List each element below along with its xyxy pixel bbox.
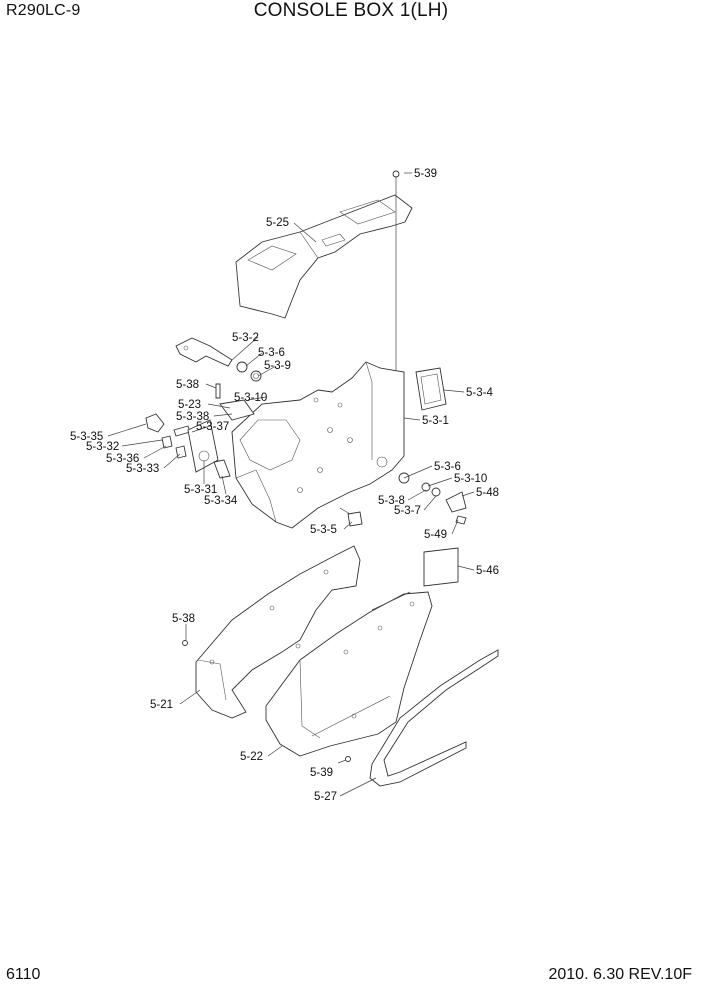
model-code: R290LC-9	[6, 2, 81, 19]
left-side-cover-part	[195, 545, 361, 719]
edge-seal-part	[369, 649, 499, 787]
label-5-3-4: 5-3-4	[466, 387, 493, 399]
leader-lines	[107, 172, 475, 797]
label-5-46: 5-46	[476, 565, 499, 577]
label-5-48: 5-48	[476, 487, 499, 499]
label-5-38-b: 5-38	[172, 613, 195, 625]
right-side-cover-part	[265, 591, 433, 757]
bolt-right-cover	[337, 756, 351, 764]
label-5-23: 5-23	[178, 399, 201, 411]
label-5-3-6-a: 5-3-6	[258, 347, 285, 359]
revision-date: 2010. 6.30 REV.10F	[548, 966, 692, 983]
label-5-3-10-b: 5-3-10	[454, 473, 487, 485]
part-labels: 5-39 5-25 5-3-2 5-3-6 5-3-9 5-38 5-3-10 …	[70, 168, 499, 803]
console-frame-part	[231, 361, 405, 529]
label-5-3-8: 5-3-8	[378, 495, 405, 507]
label-5-3-38: 5-3-38	[176, 411, 209, 423]
label-5-3-33: 5-3-33	[126, 463, 159, 475]
label-5-39-top: 5-39	[414, 168, 437, 180]
label-5-3-31: 5-3-31	[184, 484, 217, 496]
console-cover-part	[235, 194, 413, 319]
label-5-3-35: 5-3-35	[70, 431, 103, 443]
bolt-left-cover	[182, 640, 188, 646]
label-5-27: 5-27	[314, 791, 337, 803]
label-5-25: 5-25	[266, 217, 289, 229]
small-parts-left	[145, 361, 262, 479]
page-number: 6110	[6, 966, 41, 983]
label-5-39-bottom: 5-39	[310, 767, 333, 779]
label-5-3-7: 5-3-7	[394, 505, 421, 517]
label-5-22: 5-22	[240, 751, 263, 763]
label-5-3-9: 5-3-9	[264, 360, 291, 372]
plate-part	[423, 547, 459, 587]
label-5-3-36: 5-3-36	[106, 453, 139, 465]
bolt-top-part	[392, 170, 400, 380]
small-parts-right	[347, 472, 467, 527]
label-5-3-37: 5-3-37	[196, 421, 229, 433]
label-5-3-34: 5-3-34	[204, 495, 238, 507]
label-5-21: 5-21	[150, 699, 173, 711]
label-5-3-2: 5-3-2	[232, 332, 259, 344]
page-title: CONSOLE BOX 1(LH)	[253, 0, 449, 21]
label-5-38-a: 5-38	[176, 379, 199, 391]
label-5-3-1: 5-3-1	[422, 415, 449, 427]
label-5-49: 5-49	[424, 529, 447, 541]
label-5-3-5: 5-3-5	[310, 524, 337, 536]
rubber-frame-part	[415, 367, 447, 411]
label-5-3-32: 5-3-32	[86, 441, 119, 453]
label-5-3-10-a: 5-3-10	[234, 392, 267, 404]
armrest-bracket-part	[175, 337, 233, 367]
label-5-3-6-b: 5-3-6	[434, 461, 461, 473]
